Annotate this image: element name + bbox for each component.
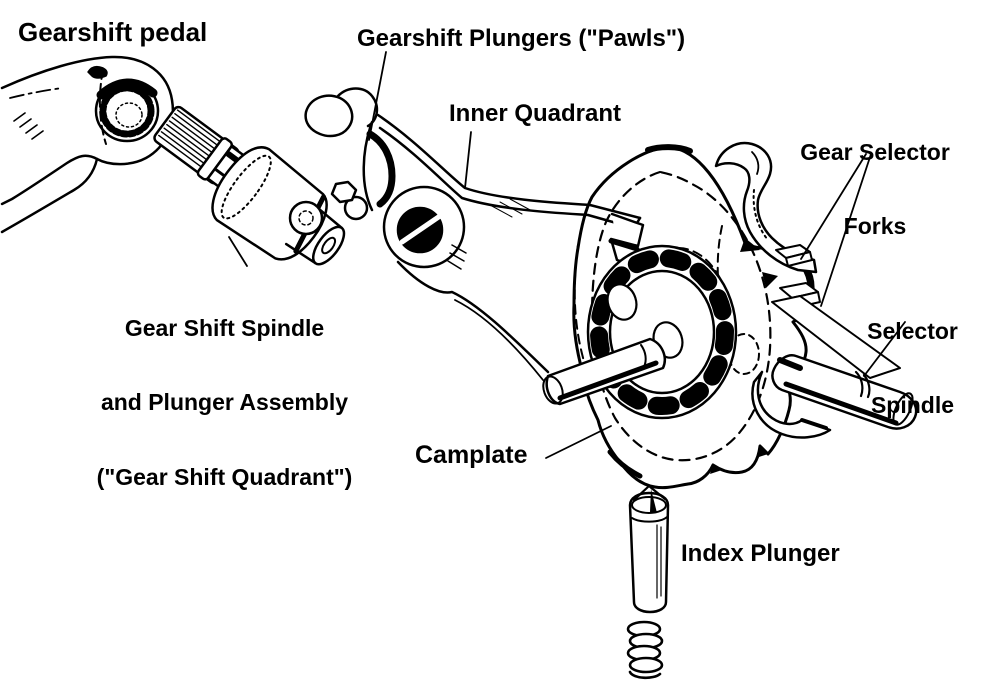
label-gear-shift-assembly-line3: ("Gear Shift Quadrant"): [96, 463, 353, 490]
selector-spindle-drawing: [771, 354, 918, 430]
label-selector-spindle-line2: Spindle: [870, 392, 955, 419]
gear-shift-spindle-drawing: [153, 105, 346, 266]
gear-selector-forks-drawing: [714, 141, 901, 439]
label-gear-selector-forks: Gear Selector Forks: [775, 90, 975, 264]
label-gearshift-pedal: Gearshift pedal: [18, 17, 208, 47]
label-selector-spindle: Selector Spindle: [840, 269, 985, 443]
camplate-pin-drawing: [542, 337, 667, 406]
label-gear-selector-forks-line2: Forks: [843, 213, 907, 240]
label-index-plunger: Index Plunger: [681, 540, 840, 567]
label-gearshift-plungers: Gearshift Plungers ("Pawls"): [357, 25, 686, 52]
label-gear-shift-assembly-line1: Gear Shift Spindle: [124, 314, 325, 341]
index-plunger-spring-drawing: [626, 620, 664, 680]
index-plunger-drawing: [628, 484, 670, 614]
gearshift-pedal-drawing: [0, 55, 175, 234]
label-gear-shift-assembly-line2: and Plunger Assembly: [100, 389, 349, 416]
label-gear-selector-forks-line1: Gear Selector: [800, 138, 950, 165]
gearshift-plungers-drawing: [288, 87, 396, 236]
label-gear-shift-assembly: Gear Shift Spindle and Plunger Assembly …: [52, 266, 397, 514]
leader-lines: [228, 51, 906, 459]
label-camplate: Camplate: [415, 441, 528, 469]
label-inner-quadrant: Inner Quadrant: [449, 100, 622, 127]
camplate-gear-drawing: [586, 244, 738, 420]
label-selector-spindle-line1: Selector: [867, 317, 958, 344]
